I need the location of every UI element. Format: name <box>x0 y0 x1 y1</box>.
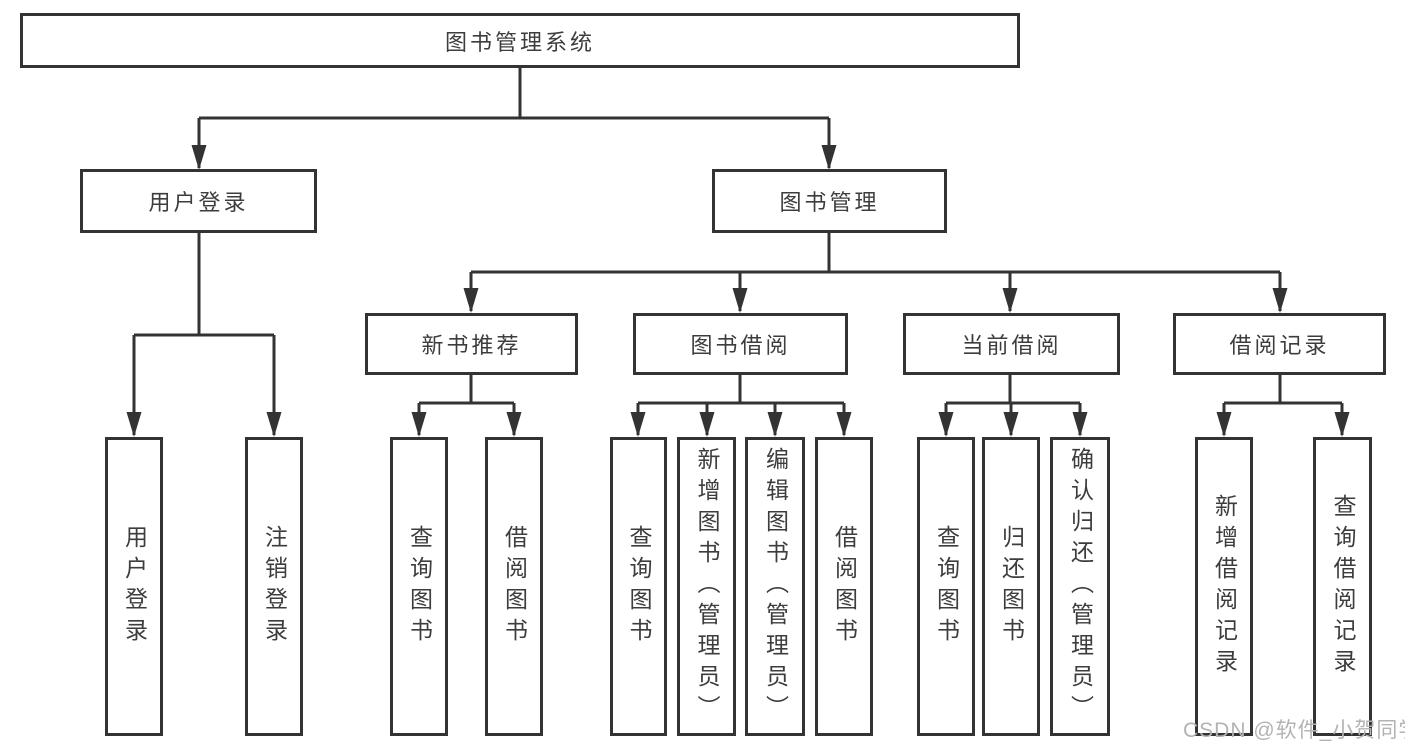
node-leaf-edit-books-admin: 编辑图书（管理员） <box>745 437 805 736</box>
node-leaf-query-books-current: 查询图书 <box>917 437 975 736</box>
node-leaf-add-books-admin: 新增图书（管理员） <box>677 437 736 736</box>
node-label: 图书借阅 <box>690 333 791 358</box>
node-label: 借阅记录 <box>1229 333 1330 358</box>
node-leaf-return-books: 归还图书 <box>982 437 1040 736</box>
node-label: 当前借阅 <box>961 333 1062 358</box>
node-label: 查询借阅记录 <box>1330 493 1356 680</box>
arrowhead-group <box>126 145 1350 437</box>
node-label: 确认归还（管理员） <box>1067 447 1094 726</box>
node-label: 用户登录 <box>121 524 148 649</box>
node-book-management: 图书管理 <box>712 169 947 233</box>
node-label: 图书管理系统 <box>444 29 595 55</box>
node-label: 用户登录 <box>148 190 249 215</box>
node-label: 查询图书 <box>406 524 433 649</box>
node-leaf-query-books-recommend: 查询图书 <box>390 437 448 736</box>
node-label: 查询图书 <box>933 524 960 649</box>
node-leaf-logout: 注销登录 <box>245 437 303 736</box>
node-label: 新增借阅记录 <box>1211 493 1238 680</box>
node-label: 归还图书 <box>998 524 1025 649</box>
node-leaf-borrow-books-borrowing: 借阅图书 <box>815 437 873 736</box>
node-label: 编辑图书（管理员） <box>762 447 789 726</box>
node-new-book-recommend: 新书推荐 <box>365 313 578 375</box>
node-current-borrowing: 当前借阅 <box>903 313 1120 375</box>
node-leaf-confirm-return-admin: 确认归还（管理员） <box>1050 437 1110 736</box>
node-leaf-borrow-books-recommend: 借阅图书 <box>485 437 543 736</box>
node-borrowing-records: 借阅记录 <box>1173 313 1386 375</box>
node-label: 查询图书 <box>626 524 652 649</box>
node-book-borrowing: 图书借阅 <box>633 313 848 375</box>
node-leaf-query-borrow-record: 查询借阅记录 <box>1313 437 1372 736</box>
node-label: 新增图书（管理员） <box>694 447 720 726</box>
node-leaf-user-login: 用户登录 <box>105 437 163 736</box>
node-label: 借阅图书 <box>501 524 528 649</box>
node-leaf-add-borrow-record: 新增借阅记录 <box>1195 437 1253 736</box>
node-leaf-query-books-borrowing: 查询图书 <box>610 437 667 736</box>
node-label: 注销登录 <box>261 524 288 649</box>
node-library-system: 图书管理系统 <box>20 13 1020 68</box>
node-user-login: 用户登录 <box>80 169 317 233</box>
node-label: 新书推荐 <box>421 333 522 358</box>
node-label: 图书管理 <box>779 190 880 215</box>
watermark: CSDN @软件_小贺同学 <box>1183 719 1405 742</box>
node-label: 借阅图书 <box>831 524 858 649</box>
